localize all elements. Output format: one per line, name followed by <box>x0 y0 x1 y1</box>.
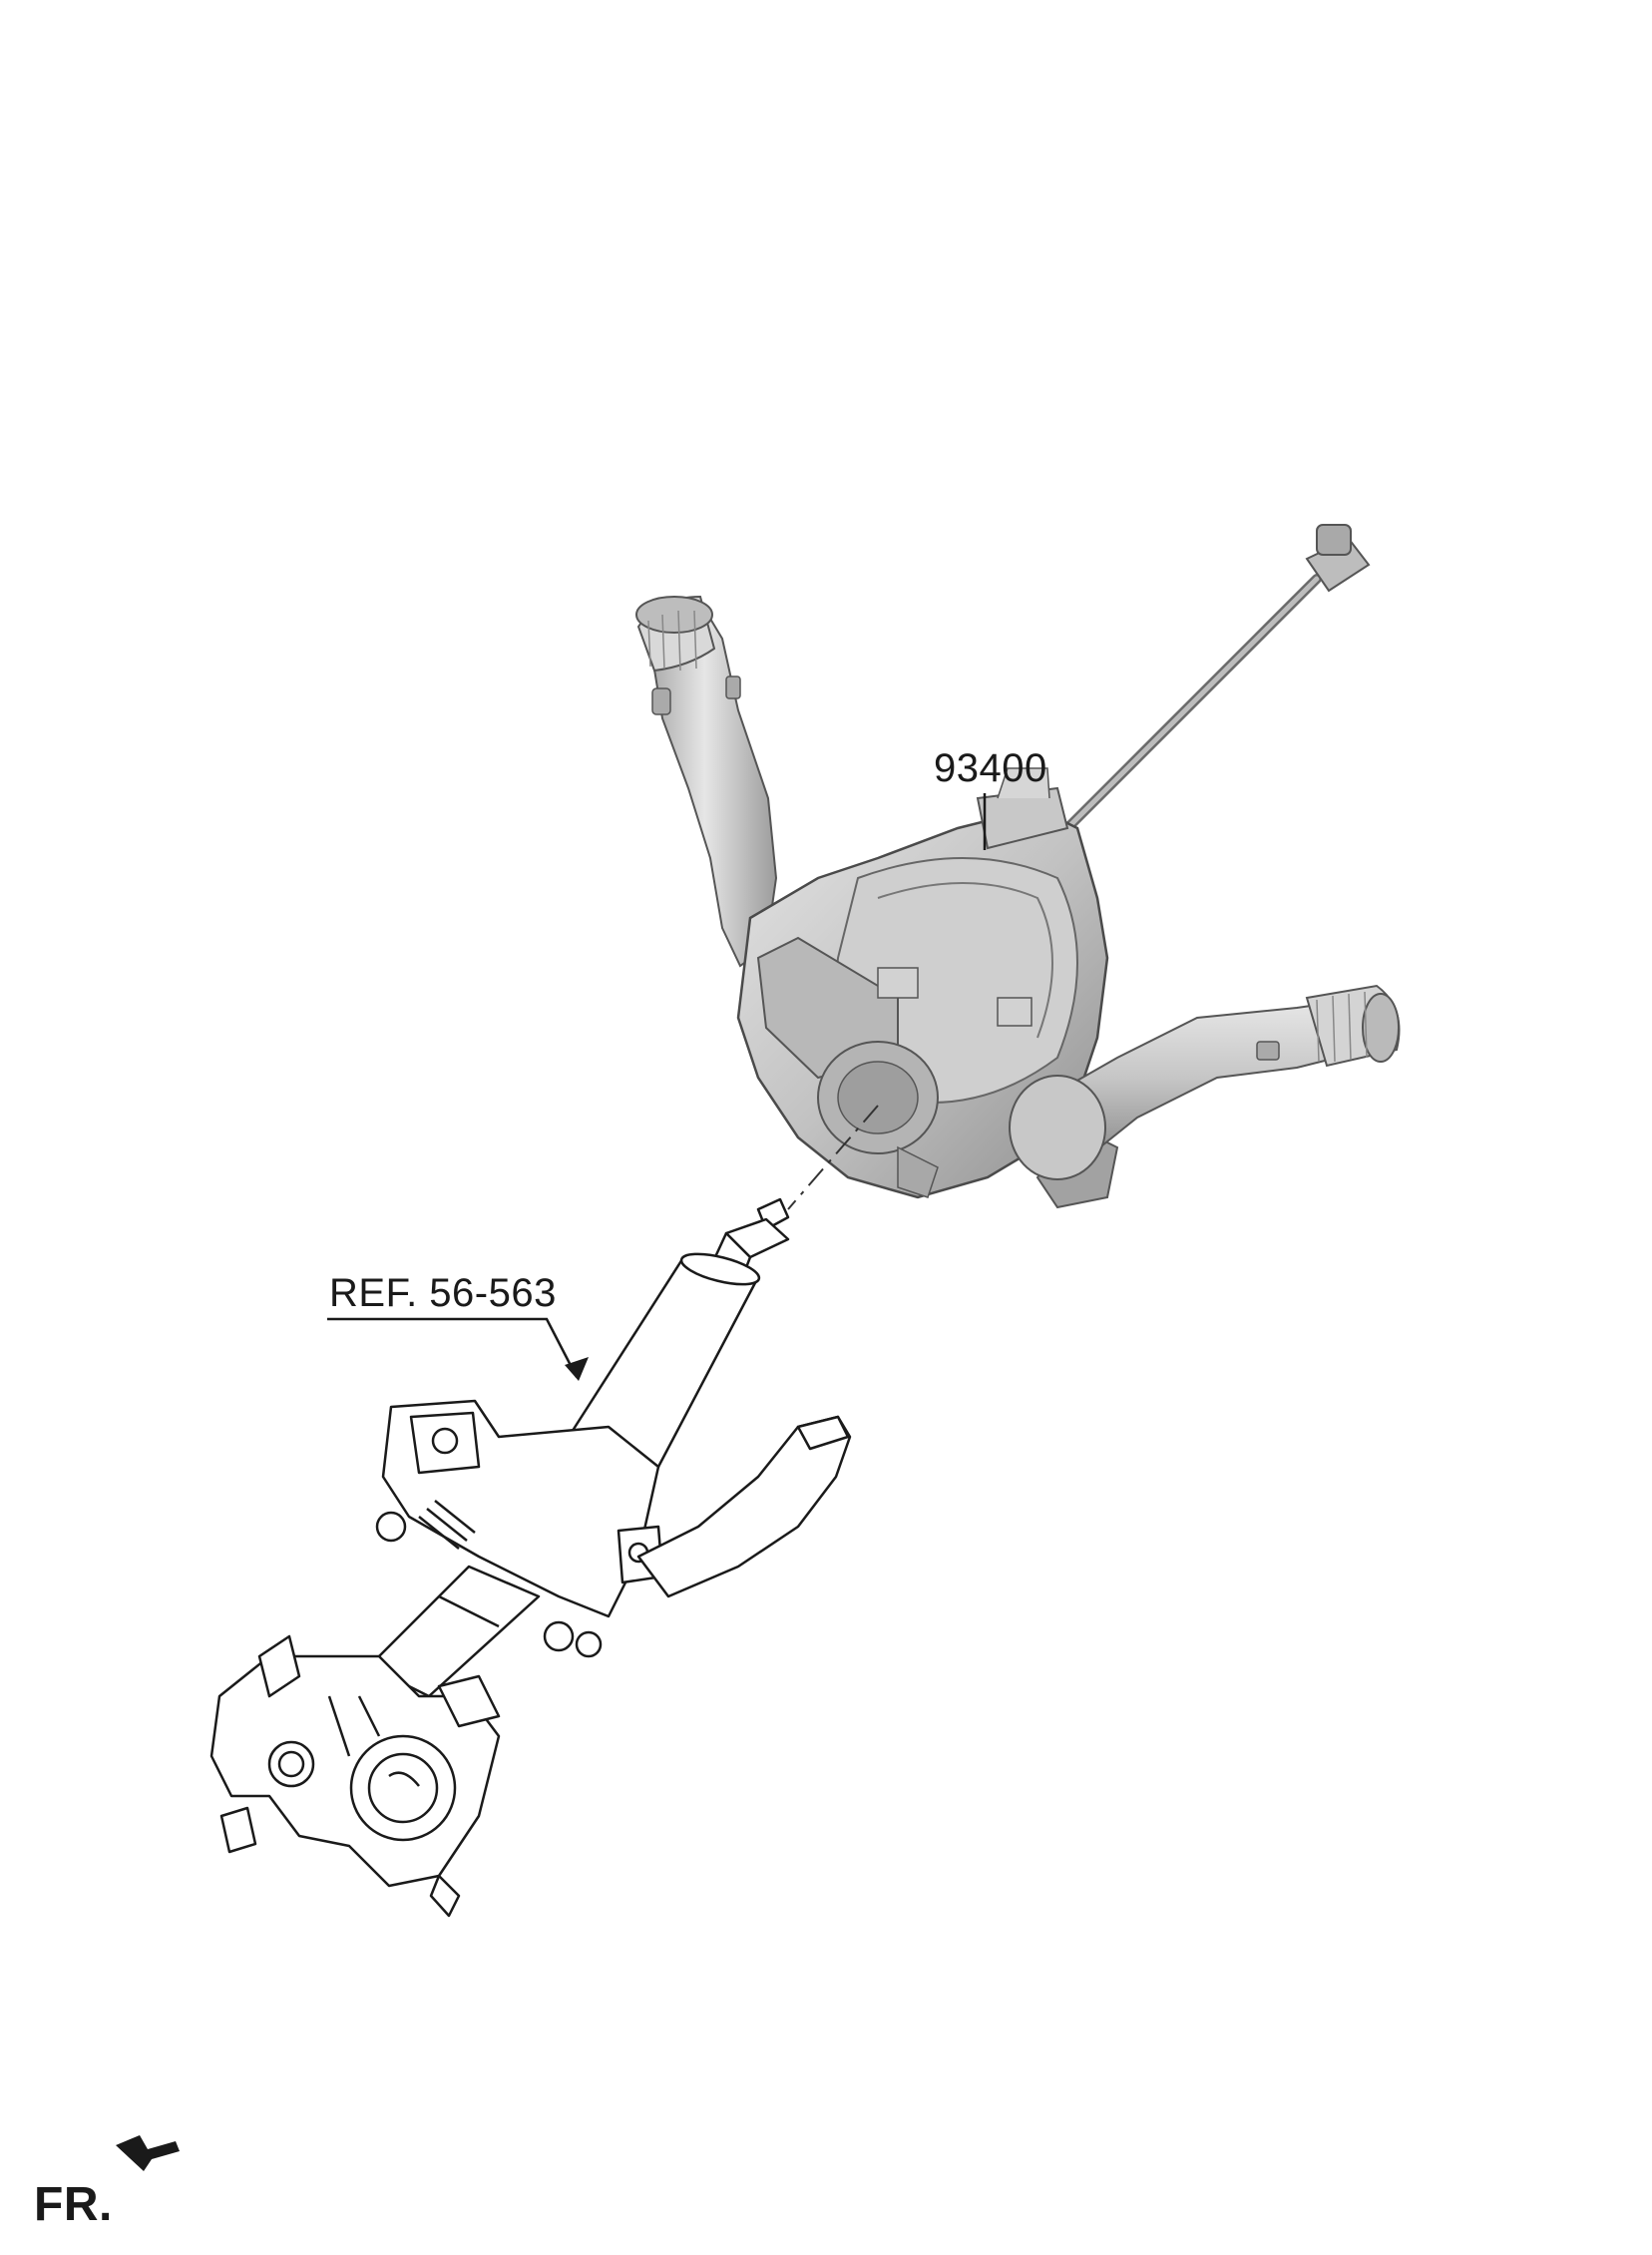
left-stalk-lever <box>635 595 778 968</box>
front-marker-label: FR. <box>34 2178 113 2231</box>
reference-leader <box>327 1317 589 1381</box>
right-stalk-lever <box>1009 984 1401 1180</box>
assembly-center-line <box>787 1105 879 1210</box>
reference-label: REF. 56-563 <box>329 1271 557 1315</box>
part-number-label: 93400 <box>934 746 1047 790</box>
combination-switch-assembly <box>635 524 1401 1209</box>
switch-main-body <box>736 767 1119 1209</box>
wire-harness <box>1052 524 1371 843</box>
front-arrow-icon <box>116 2135 180 2171</box>
steering-column <box>209 1197 852 1918</box>
